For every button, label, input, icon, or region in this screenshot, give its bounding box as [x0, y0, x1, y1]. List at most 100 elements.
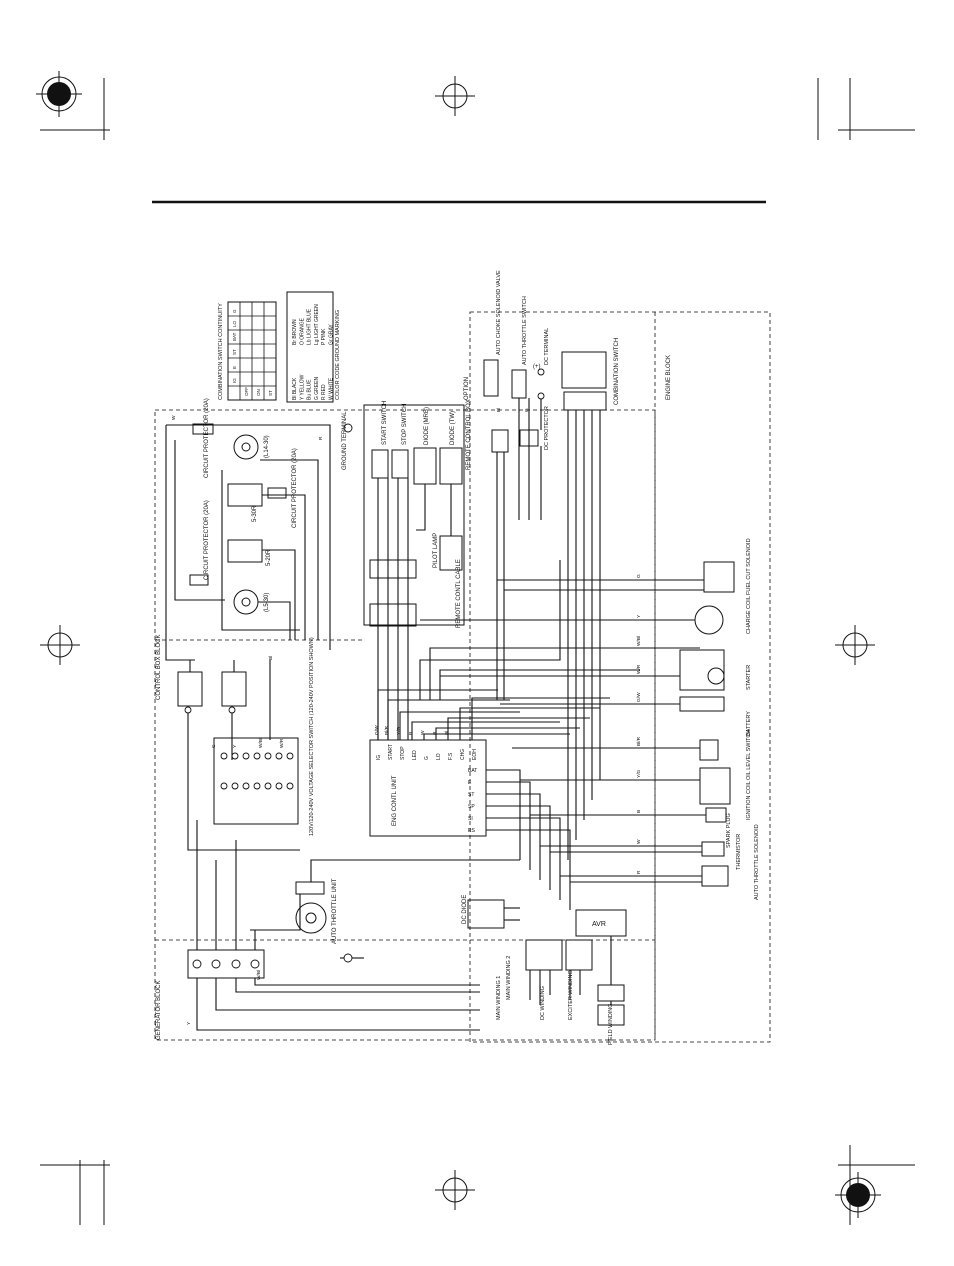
generator-block: GENERATOR BLOCK MAIN WINDING 1 MAIN WIND…: [156, 820, 614, 1045]
switch-terminal: [253, 752, 261, 760]
engine-wiring: [420, 579, 706, 883]
continuity-header: BAT: [232, 332, 237, 341]
circuit-protector-1: [192, 423, 214, 435]
field-winding-label: FIELD WINDING: [608, 1003, 614, 1045]
combination-switch[interactable]: COMBINATION SWITCH: [561, 338, 620, 860]
start-switch[interactable]: [371, 449, 389, 479]
spark-plug: [705, 807, 727, 823]
continuity-header: IG: [232, 378, 237, 383]
remote-box-title: REMOTE CONTROL BOX: [466, 399, 472, 470]
wire-color-label: Y/G: [396, 726, 402, 735]
crosshair-icon: [40, 625, 80, 665]
wire-color-label: G: [524, 408, 530, 412]
wire-color-label: W/Bl: [258, 738, 264, 748]
thermistor-label: THERMISTOR: [736, 834, 742, 870]
auto-choke-valve: [483, 359, 499, 397]
wire-color-label: W: [171, 415, 177, 420]
receptacle-group: (L14-30) CIRCUIT PROTECTOR (20A) 5-30R C…: [189, 398, 298, 615]
ecu-wiring: [377, 560, 700, 910]
receptacle-5-20r-label: 5-20R: [266, 549, 272, 566]
auto-throttle-unit-label: AUTO THROTTLE UNIT: [332, 878, 338, 944]
remote-control-box: START SWITCH STOP SWITCH DIODE (MRB) DIO…: [342, 399, 472, 740]
switch-terminal: [220, 782, 228, 790]
switch-terminal: [242, 782, 250, 790]
ecu-label: ENG CONTL UNIT: [392, 775, 398, 826]
circuit-protector-3-label: CIRCUIT PROTECTOR (20A): [204, 500, 210, 580]
ecu-pin-label: STOP: [400, 746, 406, 760]
remote-cable-connector: [369, 603, 417, 627]
wire-color-label: Bl/R: [384, 725, 390, 735]
avr-label: AVR: [592, 921, 606, 928]
legend-entry: Bl BLACK: [292, 377, 298, 400]
wire-color-label: W: [420, 730, 426, 735]
dc-protector-label: DC PROTECTOR: [544, 406, 550, 450]
auto-choke-label: AUTO CHOKE SOLENOID VALVE: [496, 270, 502, 355]
ecu-pin-label: LO: [436, 753, 442, 760]
auto-throttle-switch[interactable]: [511, 369, 527, 399]
legend-entry: Bu BLUE: [307, 379, 313, 400]
main-winding-2-label: MAIN WINDING 2: [506, 956, 512, 1000]
avr-module: [575, 909, 627, 937]
receptacle-5-30r-label: 5-30R: [252, 505, 258, 522]
legend-footer: COLOR CODE GROUND MARKING: [335, 310, 341, 400]
switch-terminal: [286, 752, 294, 760]
wire-color-label: Bl/R: [636, 736, 642, 746]
battery: [679, 696, 725, 712]
control-box-block-label: CONTROL BOX BLOCK: [156, 635, 162, 700]
breaker-switches: [177, 660, 300, 851]
starter-motor: [707, 667, 725, 685]
wire-color-label: W/R: [279, 738, 285, 748]
fuel-cut-solenoid-label: FUEL CUT SOLENOID: [746, 538, 752, 595]
auto-throttle-solenoid-label: AUTO THROTTLE SOLENOID: [754, 824, 760, 900]
continuity-header: ST: [232, 349, 237, 355]
wire-color-label: Y/G: [636, 769, 642, 778]
wire-color-label: Bl: [496, 408, 502, 412]
wire-color-label: B: [636, 810, 642, 813]
ecu-pin-label: EOH: [472, 749, 478, 760]
ecu-pin-label: RS: [468, 828, 476, 834]
wire-color-label: Y: [636, 614, 642, 618]
pilot-lamp-label: PILOT LAMP: [433, 533, 439, 568]
diode-mrb: [413, 447, 437, 485]
wire-color-label: G/W: [636, 692, 642, 702]
start-switch-label: START SWITCH: [382, 401, 388, 445]
crosshair-icon: [835, 625, 875, 665]
thermistor: [701, 841, 725, 857]
engine-block-frame: [469, 311, 771, 1043]
wire-color-label: B: [408, 732, 414, 735]
ignition-coil-label: IGNITION COIL: [746, 781, 752, 820]
registration-target-icon: [835, 1172, 881, 1218]
wire-color-label: G: [636, 574, 642, 578]
switch-terminal: [275, 782, 283, 790]
dc-diode-label: DC DIODE: [462, 895, 468, 924]
charge-coil-label: CHARGE COIL: [746, 596, 752, 634]
continuity-header: E: [232, 366, 237, 369]
wire-color-label: R: [636, 870, 642, 874]
stop-switch[interactable]: [391, 449, 409, 479]
legend-entry: O ORANGE: [299, 317, 305, 345]
ignition-coil: [699, 767, 731, 805]
wire-color-label: Y: [186, 1021, 192, 1025]
receptacle-5-20r: [227, 539, 263, 563]
wire-color-label: Bl: [444, 731, 450, 735]
ecu-pin-label: SI: [468, 816, 473, 822]
switch-terminal: [231, 782, 239, 790]
exciter-winding-label: EXCITER WINDING: [568, 970, 574, 1020]
switch-terminal: [275, 752, 283, 760]
oil-level-switch: [699, 739, 719, 761]
wire-color-label: W/Bl: [636, 636, 642, 646]
continuity-row-label: ST: [268, 390, 273, 396]
receptacle-l14-30-label: (L14-30): [264, 435, 270, 458]
legend-entry: Lb LIGHT BLUE: [307, 308, 313, 345]
remote-control-box-frame: [363, 404, 465, 626]
wire-color-label: W/R: [636, 664, 642, 674]
switch-terminal: [231, 752, 239, 760]
ground-terminal: [340, 423, 364, 963]
wire-color-label: W/Bl: [256, 970, 262, 980]
crosshair-icon: [435, 76, 475, 116]
circuit-protector-2-label: CIRCUIT PROTECTOR (20A): [292, 448, 298, 528]
registration-marks: [36, 71, 915, 1225]
